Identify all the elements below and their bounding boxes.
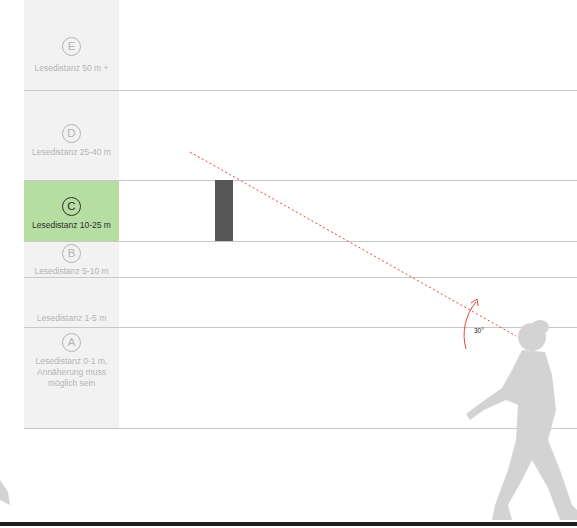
distance-text: Lesedistanz 5-10 m [24,266,119,277]
band-letter: E [63,38,80,55]
band-label-cell: Lesedistanz 1-5 m [24,278,119,327]
distance-text: Lesedistanz 0-1 m, Annäherung muss mögli… [36,356,108,389]
band-label-cell: Lesedistanz 0-1 m, Annäherung muss mögli… [24,328,119,428]
band-lines [24,91,577,429]
sign-panel [215,180,233,241]
person-silhouette [466,320,577,520]
angle-label: 30° [474,327,484,334]
distance-text: Lesedistanz 1-5 m [24,313,119,324]
band-label-cell: Lesedistanz 25-40 m D [24,91,119,180]
angle-arrow [471,299,478,306]
band-letter-circle: B [62,244,81,263]
band-letter: A [63,334,80,351]
band-label-cell: Lesedistanz 10-25 m C [24,181,119,241]
sight-line [190,152,516,336]
band-letter-circle: C [62,197,81,216]
band-letter: D [63,125,80,142]
label-column [24,0,119,428]
ground-line [0,522,577,526]
band-letter: C [63,198,80,215]
angle-arc [464,302,476,349]
band-letter-circle: A [62,333,81,352]
distance-text: Lesedistanz 25-40 m [24,147,119,158]
band-label-cell: Lesedistanz 5-10 m B [24,242,119,277]
band-label-cell: Lesedistanz 50 m + E [24,0,119,90]
band-letter: B [63,245,80,262]
partial-silhouette [0,480,10,505]
band-letter-circle: E [62,37,81,56]
band-letter-circle: D [62,124,81,143]
distance-text: Lesedistanz 50 m + [24,63,119,74]
distance-text: Lesedistanz 10-25 m [24,220,119,231]
